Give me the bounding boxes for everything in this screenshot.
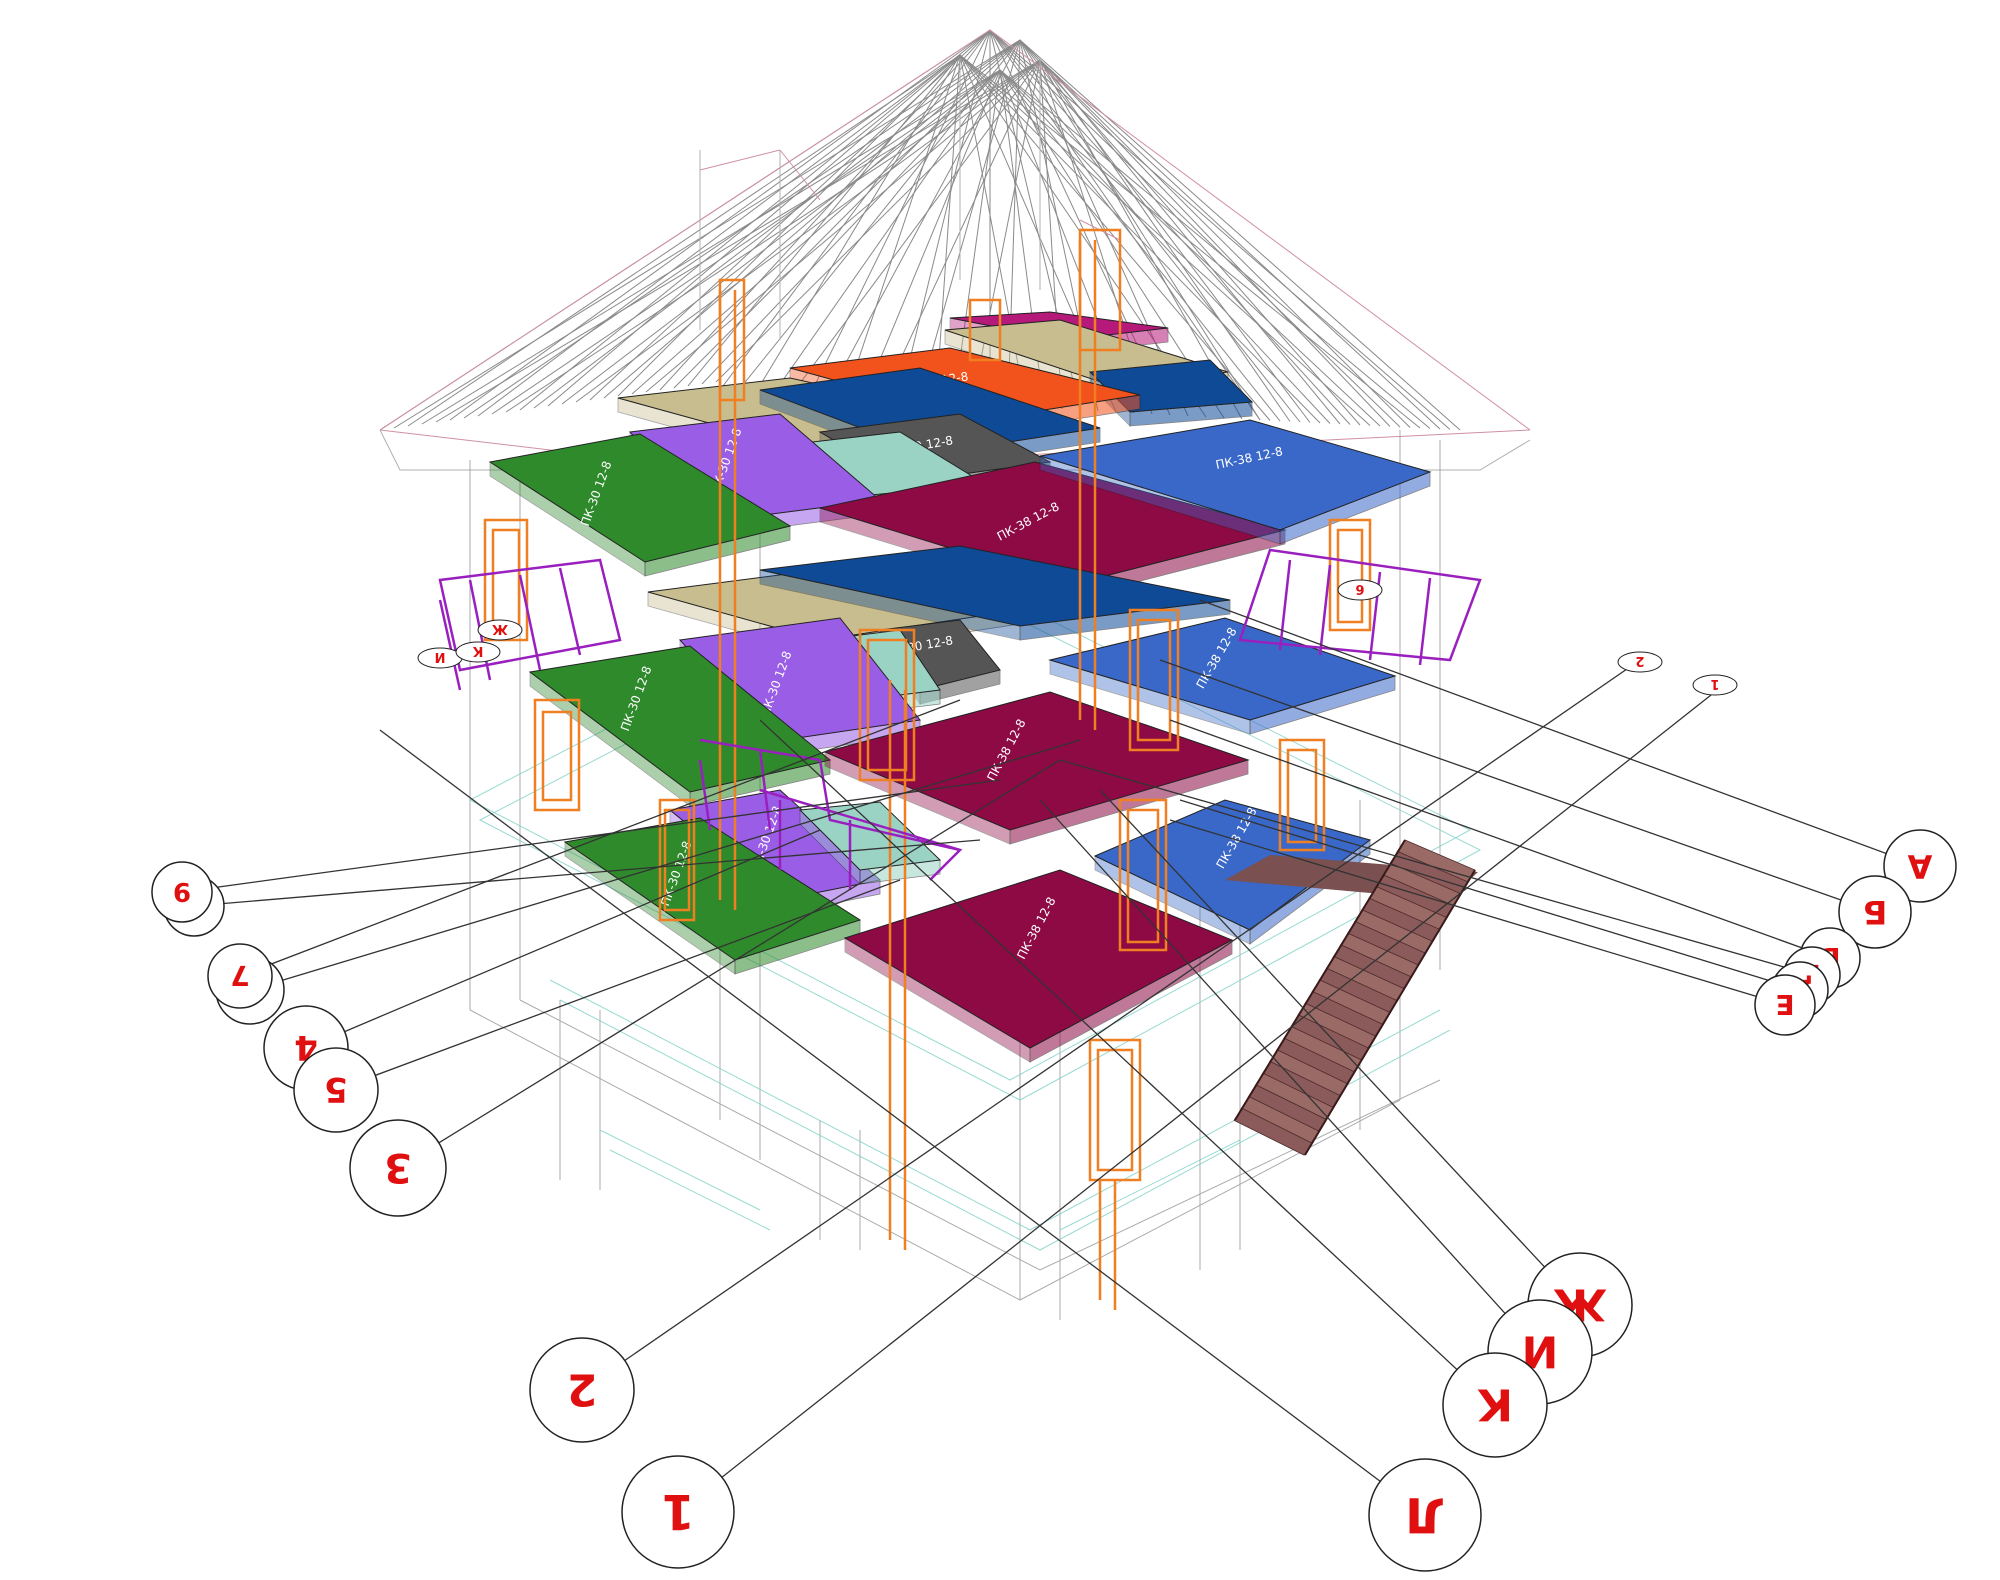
axis-marker-label: А <box>1907 847 1932 885</box>
leader-line <box>1169 719 1831 959</box>
axis-marker-circle <box>1754 974 1816 1036</box>
leader-line <box>181 779 1001 893</box>
axis-marker-circle <box>1442 1352 1548 1458</box>
mini-axis-tag: К <box>455 641 501 663</box>
mini-axis-tag-label: И <box>435 649 446 664</box>
leader-line <box>193 839 981 907</box>
axis-marker-label: 7 <box>230 959 249 992</box>
axis-marker-label: 5 <box>324 1069 348 1109</box>
mini-axis-tag-label: 2 <box>1635 653 1644 668</box>
axis-marker-circle <box>293 1047 379 1133</box>
leader-line <box>677 679 1731 1513</box>
marker-l: Л <box>1368 1458 1482 1572</box>
axis-marker-circle <box>207 943 273 1009</box>
leader-line <box>1179 799 1801 991</box>
mini-axis-tag-label: К <box>472 643 483 658</box>
marker-a: А <box>1883 829 1957 903</box>
axis-marker-label: К <box>1477 1379 1513 1430</box>
axis-marker-label: 3 <box>384 1144 412 1190</box>
slab-top-green: ПК-30 12-8 <box>488 433 792 577</box>
mini-axis-tag: 1 <box>1692 674 1738 696</box>
leader-line <box>249 739 1081 991</box>
slab-mid-blue: ПК-38 12-8 <box>1048 617 1397 735</box>
slab-mid-green: ПК-30 12-8 <box>528 645 832 807</box>
leader-line <box>397 759 1061 1169</box>
slab-mid-maroon: ПК-38 12-8 <box>823 691 1250 845</box>
marker-1: 1 <box>621 1455 735 1569</box>
axis-marker-circle <box>349 1119 447 1217</box>
marker-7: 7 <box>207 943 273 1009</box>
axis-marker-circle <box>1368 1458 1482 1572</box>
mini-axis-tag-label: Ж <box>492 621 508 636</box>
marker-9: 9 <box>151 861 213 923</box>
roof-wireframe <box>379 29 1531 471</box>
marker-e: Е <box>1754 974 1816 1036</box>
leader-line <box>305 829 821 1049</box>
axis-marker-label: Л <box>1405 1486 1445 1542</box>
leader-line <box>1059 759 1813 976</box>
mini-axis-tag-label: 1 <box>1710 676 1719 691</box>
axis-marker-circle <box>151 861 213 923</box>
mini-axis-tag: 6 <box>1337 579 1383 601</box>
axis-markers: АБВГДЕЖИКЛ123456789ИКЖ621 <box>151 579 1957 1572</box>
window-frames <box>483 228 1372 1310</box>
balcony-railings <box>438 548 1482 890</box>
axis-leader-lines <box>181 599 1921 1516</box>
slab-top-blue: ПК-38 12-8 <box>1039 419 1432 545</box>
stair-stringer <box>1234 839 1476 1156</box>
leader-line <box>379 729 1426 1516</box>
marker-2: 2 <box>529 1337 635 1443</box>
floor-slabs: ПК-38 12-8ПК-30 12-8ПК-30 12-8ПК-30 12-8… <box>488 311 1432 1063</box>
axis-marker-label: Е <box>1775 988 1794 1021</box>
axis-marker-circle <box>1838 875 1912 949</box>
mini-axis-tag: 2 <box>1617 651 1663 673</box>
leader-line <box>581 659 1641 1391</box>
marker-k: К <box>1442 1352 1548 1458</box>
leader-line <box>1199 599 1921 867</box>
marker-b: Б <box>1838 875 1912 949</box>
marker-3: 3 <box>349 1119 447 1217</box>
leader-line <box>239 699 961 977</box>
axis-marker-circle <box>621 1455 735 1569</box>
leader-line <box>1169 819 1786 1006</box>
axis-marker-circle <box>1883 829 1957 903</box>
axis-marker-label: 1 <box>661 1483 694 1539</box>
marker-5: 5 <box>293 1047 379 1133</box>
leader-line <box>1039 799 1541 1353</box>
mini-axis-tag-label: 6 <box>1355 581 1364 596</box>
mini-axis-tag: И <box>417 647 463 669</box>
leader-line <box>759 719 1496 1406</box>
mini-axis-tag: Ж <box>477 619 523 641</box>
axis-marker-label: 9 <box>173 876 191 906</box>
leader-line <box>335 879 901 1091</box>
leader-line <box>1159 659 1876 913</box>
axis-marker-circle <box>529 1337 635 1443</box>
axis-marker-label: Б <box>1863 893 1887 931</box>
leader-line <box>1099 789 1581 1306</box>
axis-marker-label: 2 <box>567 1364 598 1415</box>
